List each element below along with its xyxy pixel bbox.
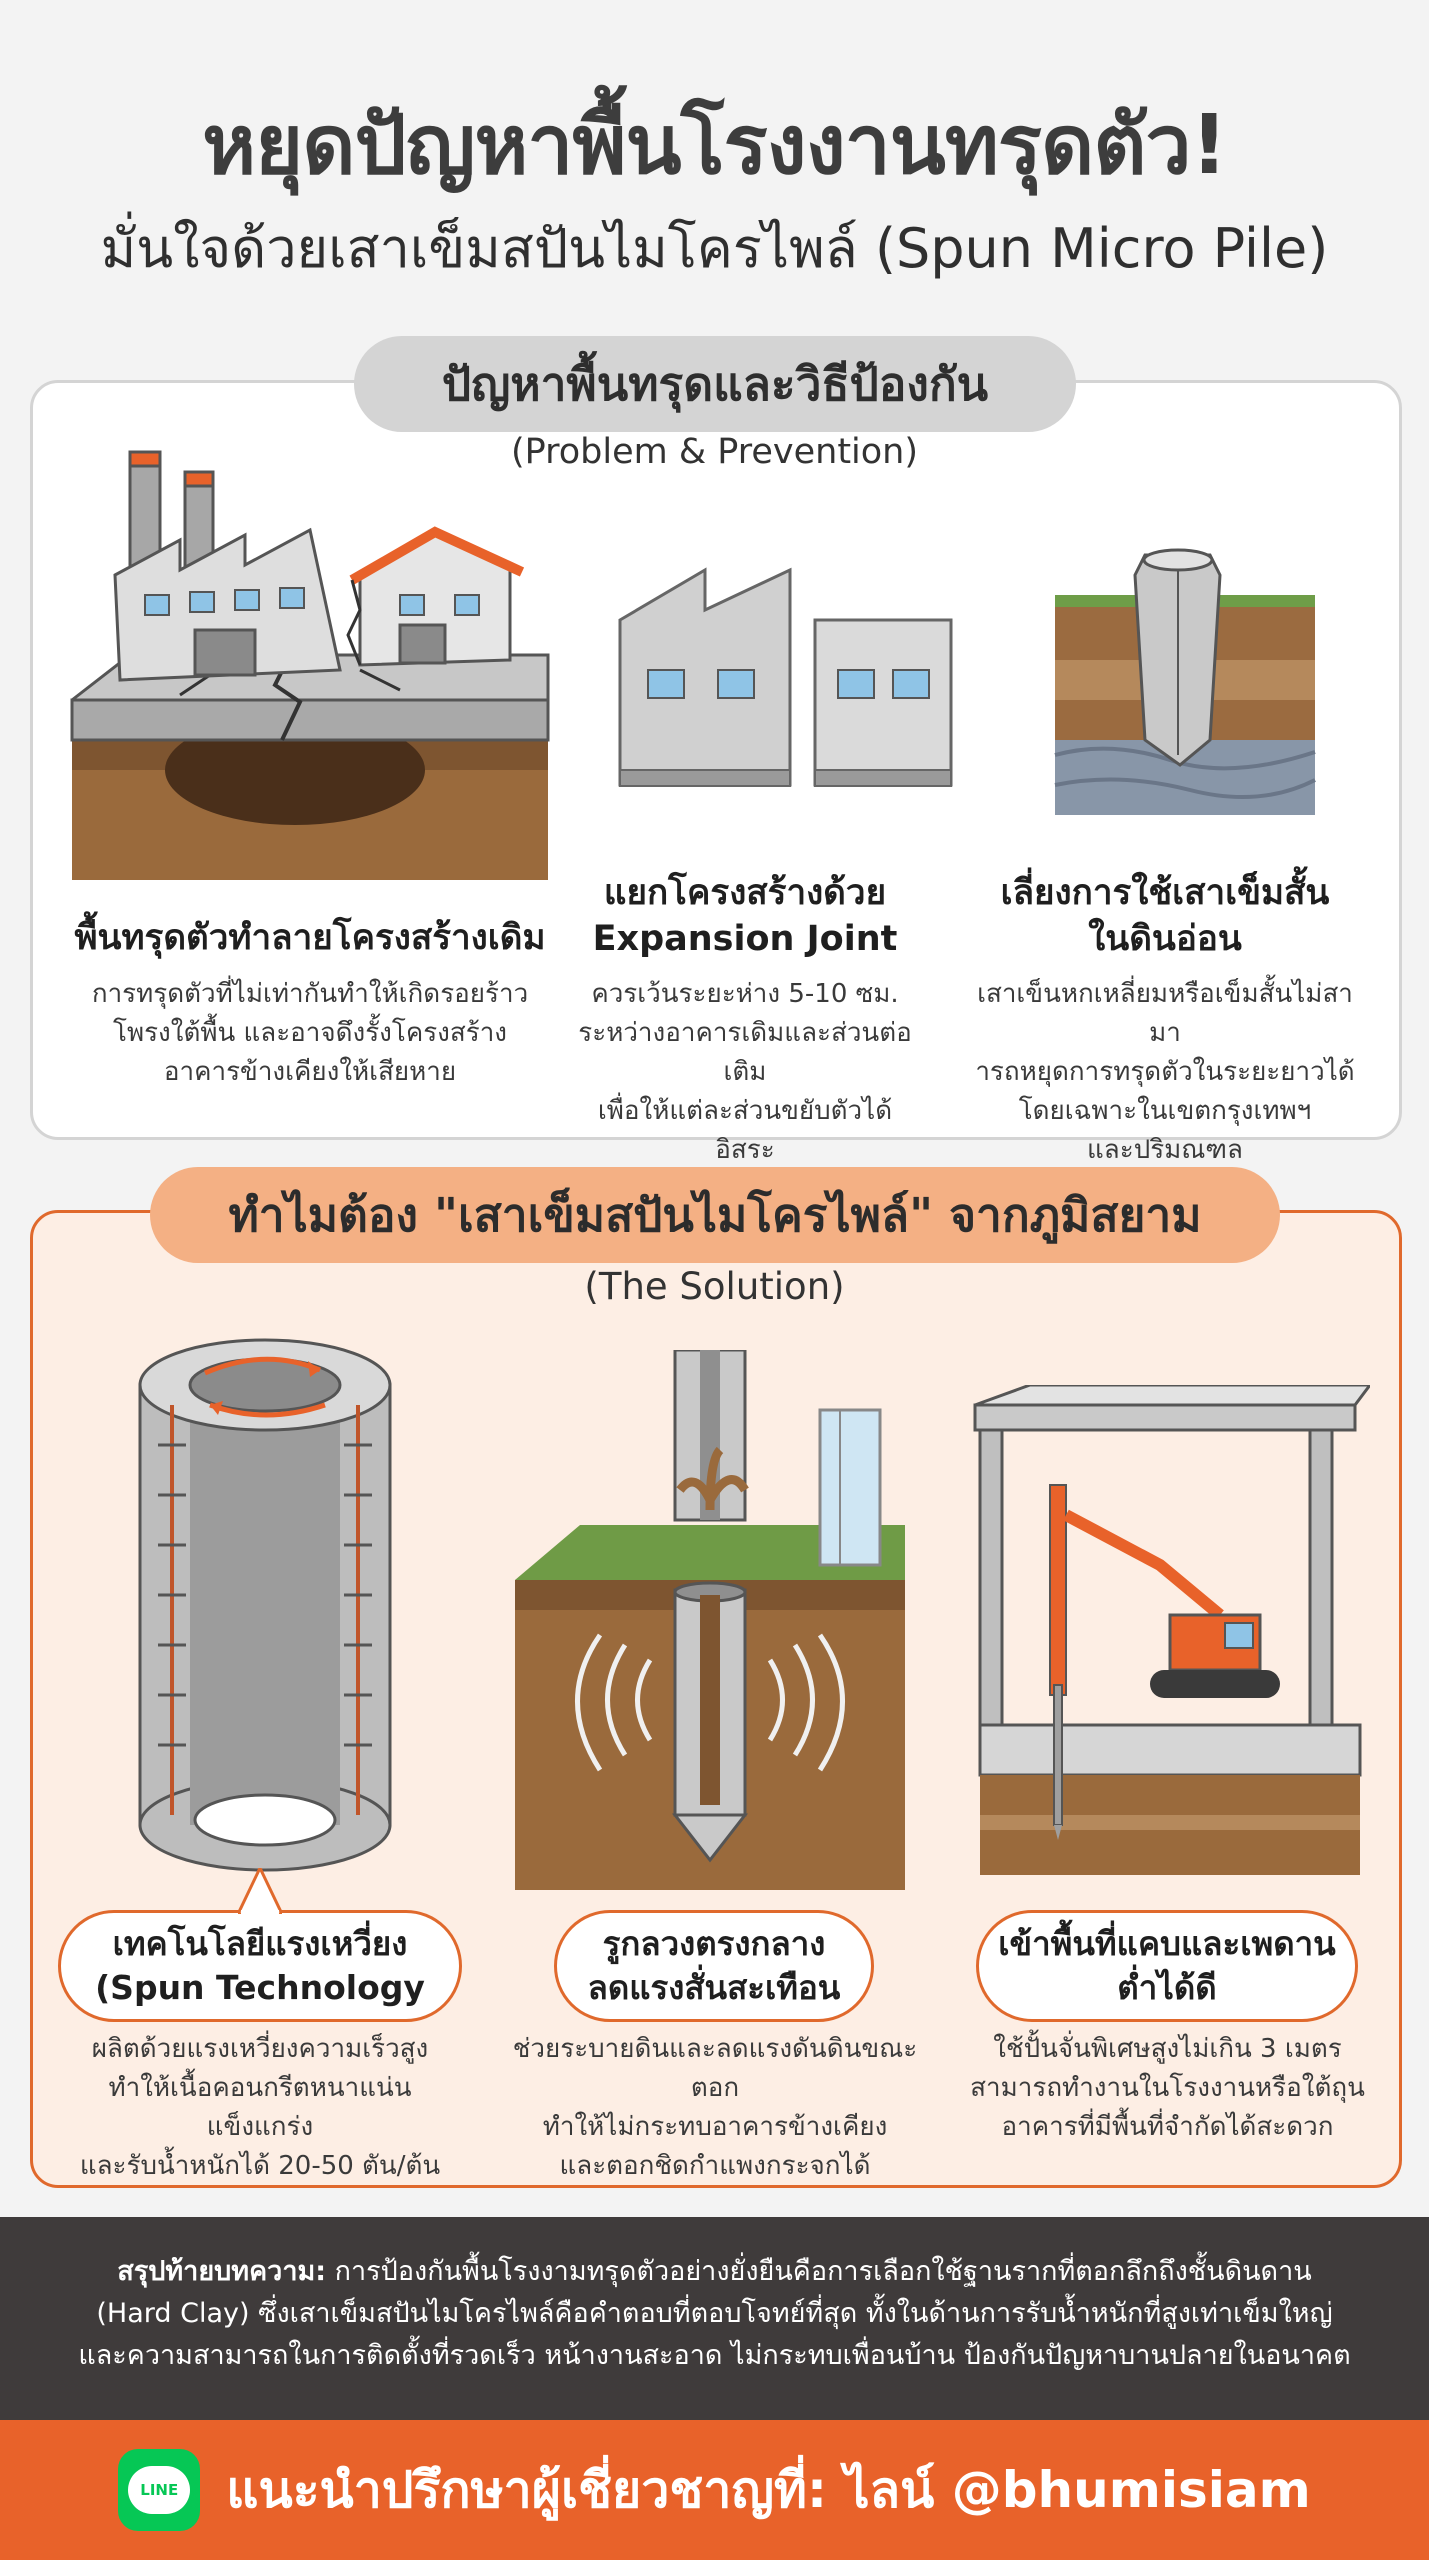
line-contact-link[interactable]: แนะนำปรึกษาผู้เชี่ยวชาญที่: ไลน์ @bhumis… — [226, 2460, 1311, 2519]
line-app-icon[interactable]: LINE — [118, 2449, 201, 2531]
desc-line: และปริมณฑล — [1087, 1135, 1243, 1165]
problem-card-2-title: แยกโครงสร้างด้วย Expansion Joint — [575, 870, 915, 962]
solution-card-2-title: รูกลวงตรงกลาง ลดแรงสั่นสะเทือน — [554, 1910, 874, 2022]
page-title: หยุดปัญหาพื้นโรงงานทรุดตัว! — [202, 98, 1228, 193]
desc-line: ทำให้ไม่กระทบอาคารข้างเคียง — [542, 2112, 888, 2142]
problem-heading: ปัญหาพื้นทรุดและวิธีป้องกัน — [354, 336, 1076, 432]
footer-cta[interactable]: LINE แนะนำปรึกษาผู้เชี่ยวชาญที่: ไลน์ @b… — [0, 2420, 1429, 2560]
desc-line: สามารถทำงานในโรงงานหรือใต้ถุน — [970, 2073, 1365, 2103]
title-line: Expansion Joint — [592, 919, 898, 959]
spun-pile-illustration — [138, 1338, 392, 1872]
short-pile-illustration — [1054, 548, 1316, 815]
title-line: แยกโครงสร้างด้วย — [603, 873, 887, 913]
problem-card-3-title: เลี่ยงการใช้เสาเข็มสั้น ในดินอ่อน — [965, 870, 1365, 962]
desc-line: อาคารข้างเคียงให้เสียหาย — [163, 1057, 457, 1087]
desc-line: ทำให้เนื้อคอนกรีตหนาแน่น แข็งแกร่ง — [108, 2073, 412, 2142]
expansion-joint-illustration — [618, 567, 953, 787]
desc-line: เสาเข็นหกเหลี่ยมหรือเข็มสั้นไม่สามา — [977, 979, 1353, 1048]
solution-card-3-desc: ใช้ปั้นจั่นพิเศษสูงไม่เกิน 3 เมตร สามารถ… — [960, 2030, 1375, 2147]
summary-line-2: (Hard Clay) ซึ่งเสาเข็มสปันไมโครไพล์คือค… — [96, 2298, 1333, 2329]
solution-card-1-desc: ผลิตด้วยแรงเหวี่ยงความเร็วสูง ทำให้เนื้อ… — [55, 2030, 465, 2186]
low-ceiling-rig-illustration — [973, 1385, 1370, 1875]
desc-line: ควรเว้นระยะห่าง 5-10 ซม. — [591, 979, 899, 1009]
desc-line: ใช้ปั้นจั่นพิเศษสูงไม่เกิน 3 เมตร — [993, 2034, 1342, 2064]
hollow-pile-illustration — [515, 1350, 905, 1890]
desc-line: อาคารที่มีพื้นที่จำกัดได้สะดวก — [1001, 2112, 1334, 2142]
solution-card-1-title: เทคโนโลยีแรงเหวี่ยง (Spun Technology — [58, 1910, 462, 2022]
summary-section: สรุปท้ายบทความ: การป้องกันพื้นโรงงามทรุด… — [0, 2217, 1429, 2420]
summary-line-3: และความสามารถในการติดตั้งที่รวดเร็ว หน้า… — [78, 2340, 1351, 2371]
problem-heading-en: (Problem & Prevention) — [510, 432, 919, 472]
desc-line: โดยเฉพาะในเขตกรุงเทพฯ — [1018, 1096, 1312, 1126]
desc-line: ช่วยระบายดินและลดแรงดันดินขณะตอก — [512, 2034, 918, 2103]
solution-heading: ทำไมต้อง "เสาเข็มสปันไมโครไพล์" จากภูมิส… — [150, 1167, 1280, 1263]
line-logo-bubble: LINE — [128, 2466, 191, 2514]
problem-card-3-desc: เสาเข็นหกเหลี่ยมหรือเข็มสั้นไม่สามา ารถห… — [965, 975, 1365, 1170]
summary-label: สรุปท้ายบทความ: — [117, 2256, 327, 2287]
bubble-pointer — [238, 1868, 282, 1914]
solution-card-3-title: เข้าพื้นที่แคบและเพดาน ต่ำได้ดี — [976, 1910, 1358, 2022]
title-line: เลี่ยงการใช้เสาเข็มสั้น — [1000, 873, 1330, 913]
desc-line: โพรงใต้พื้น และอาจดึงรั้งโครงสร้าง — [112, 1018, 507, 1048]
desc-line: และรับน้ำหนักได้ 20-50 ตัน/ต้น — [79, 2151, 441, 2181]
title-line: รูกลวงตรงกลาง — [602, 1924, 826, 1963]
desc-line: การทรุดตัวที่ไม่เท่ากันทำให้เกิดรอยร้าว — [91, 979, 529, 1009]
desc-line: ระหว่างอาคารเดิมและส่วนต่อเติม — [578, 1018, 912, 1087]
title-line: เทคโนโลยีแรงเหวี่ยง — [112, 1924, 408, 1963]
problem-card-1-title: พื้นทรุดตัวทำลายโครงสร้างเดิม — [74, 918, 546, 958]
page-subtitle: มั่นใจด้วยเสาเข็มสปันไมโครไพล์ (Spun Mic… — [100, 217, 1329, 280]
title-line: เข้าพื้นที่แคบและเพดาน — [998, 1924, 1336, 1963]
summary-line-1: สรุปท้ายบทความ: การป้องกันพื้นโรงงามทรุด… — [0, 2251, 1429, 2293]
solution-card-2-desc: ช่วยระบายดินและลดแรงดันดินขณะตอก ทำให้ไม… — [490, 2030, 940, 2186]
header: หยุดปัญหาพื้นโรงงานทรุดตัว! มั่นใจด้วยเส… — [0, 0, 1429, 330]
problem-card-1-desc: การทรุดตัวที่ไม่เท่ากันทำให้เกิดรอยร้าว … — [50, 975, 570, 1092]
title-line: ในดินอ่อน — [1088, 919, 1242, 959]
desc-line: เพื่อให้แต่ละส่วนขยับตัวได้อิสระ — [597, 1096, 893, 1165]
title-line: ต่ำได้ดี — [1117, 1968, 1217, 2007]
title-line: (Spun Technology — [95, 1968, 425, 2007]
cracked-factory-illustration — [70, 450, 550, 880]
desc-line: และตอกชิดกำแพงกระจกได้ — [559, 2151, 871, 2181]
desc-line: ารถหยุดการทรุดตัวในระยะยาวได้ — [975, 1057, 1355, 1087]
summary-text: การป้องกันพื้นโรงงามทรุดตัวอย่างยั่งยืนค… — [326, 2256, 1312, 2287]
solution-heading-en: (The Solution) — [584, 1265, 845, 1308]
title-line: ลดแรงสั่นสะเทือน — [587, 1968, 841, 2007]
problem-card-2-desc: ควรเว้นระยะห่าง 5-10 ซม. ระหว่างอาคารเดิ… — [575, 975, 915, 1170]
desc-line: ผลิตด้วยแรงเหวี่ยงความเร็วสูง — [91, 2034, 429, 2064]
